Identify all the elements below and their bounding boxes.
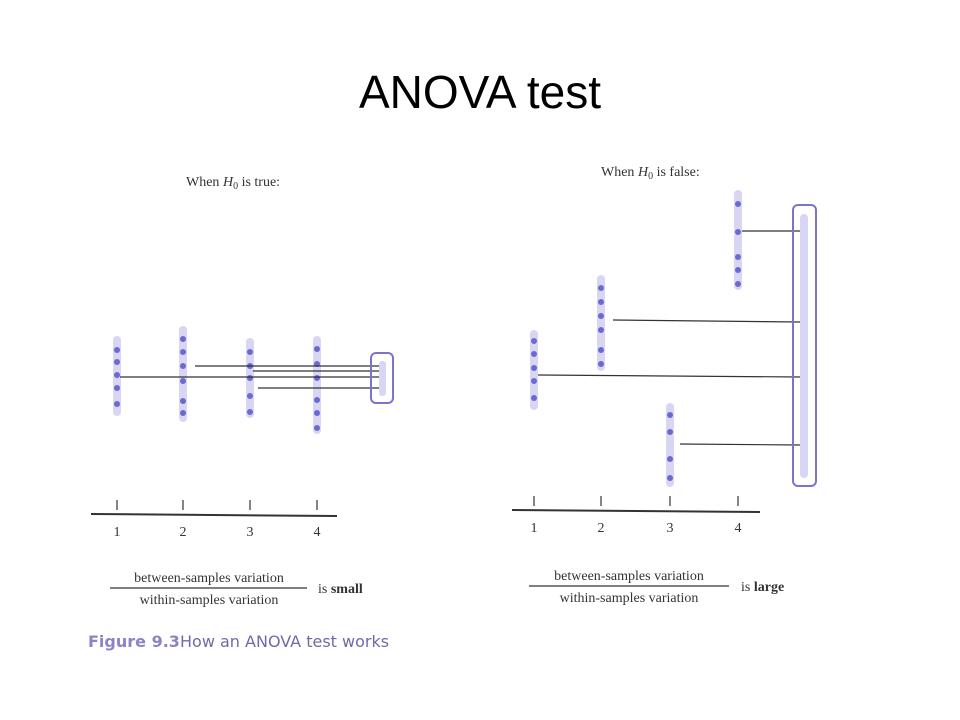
sample-band-4 (734, 190, 742, 290)
group-axis (90, 513, 338, 517)
sample-points-1 (531, 338, 537, 401)
sample-points-4 (735, 201, 741, 287)
result-statement: is small (318, 582, 363, 597)
means-spread-box (792, 204, 817, 487)
result-statement: is large (741, 580, 784, 595)
sample-band-4 (313, 336, 321, 434)
sample-band-3 (666, 403, 674, 487)
slide-title: ANOVA test (358, 66, 602, 118)
group-label-3: 3 (247, 525, 254, 540)
figure-caption: Figure 9.3 How an ANOVA test works (88, 632, 389, 651)
sample-points-2 (180, 336, 186, 416)
group-label-1: 1 (531, 521, 538, 536)
means-spread-band (800, 214, 808, 478)
axis-ticks (533, 496, 739, 506)
group-label-3: 3 (667, 521, 674, 536)
fraction-denominator: within-samples variation (560, 591, 699, 606)
panel-h0-true: When H0 is true: (90, 175, 394, 608)
group-label-2: 2 (180, 525, 187, 540)
panel-heading: When H0 is true: (186, 175, 280, 192)
group-label-4: 4 (735, 521, 742, 536)
mean-lines (120, 365, 382, 389)
fraction-denominator: within-samples variation (140, 593, 279, 608)
group-axis (511, 509, 761, 513)
sample-points-2 (598, 285, 604, 367)
panel-h0-false: When H0 is false: (511, 165, 817, 606)
figure-label: Figure 9.3 (88, 632, 180, 651)
sample-points-1 (114, 347, 120, 407)
fraction-numerator: between-samples variation (554, 569, 704, 584)
mean-lines (537, 230, 801, 446)
sample-points-3 (667, 412, 673, 481)
group-label-2: 2 (598, 521, 605, 536)
group-label-1: 1 (114, 525, 121, 540)
panel-heading: When H0 is false: (601, 165, 700, 182)
sample-band-2 (597, 275, 605, 371)
axis-ticks (116, 500, 318, 510)
means-spread-box (370, 352, 394, 404)
fraction-numerator: between-samples variation (134, 571, 284, 586)
means-spread-band (379, 361, 386, 396)
group-label-4: 4 (314, 525, 321, 540)
figure-caption-text: How an ANOVA test works (180, 632, 389, 651)
